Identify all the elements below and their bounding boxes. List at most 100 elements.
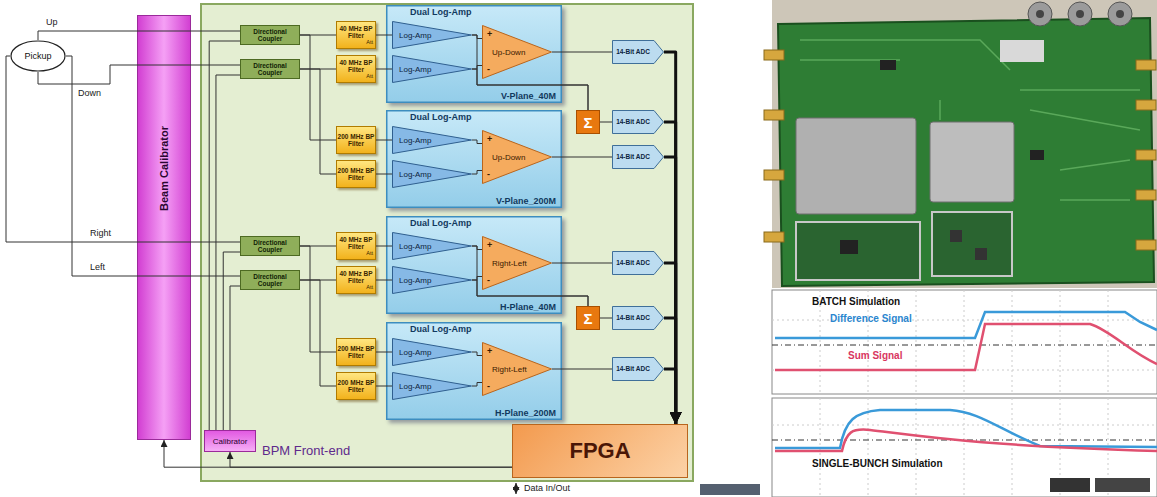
data-bus (664, 369, 676, 424)
chip (840, 240, 858, 254)
node-text: Up-Down (492, 153, 525, 162)
node-text: 14-Bit ADC (616, 48, 650, 55)
filter-box: 40 MHz BP FilterAtt (336, 55, 376, 83)
node-text: Log-Amp (399, 31, 431, 40)
fpga-box: FPGA (512, 424, 688, 478)
pickup-electrode: Pickup (10, 40, 66, 72)
signal-wire (216, 75, 240, 430)
scope-readout (1050, 478, 1090, 492)
signal-wire (300, 280, 336, 281)
data-bus (664, 52, 676, 424)
node-text: 200 MHz BP Filter (337, 345, 375, 359)
node-text: Right-Left (492, 259, 527, 268)
difference-triangle (483, 343, 552, 396)
adc-pentagon (613, 358, 664, 381)
data-arrow (516, 483, 517, 494)
node-text: Att (366, 73, 375, 79)
shield-frame (796, 222, 920, 280)
node-text: 14-Bit ADC (616, 259, 650, 266)
log-amp-module: Dual Log-AmpV-Plane_200MLog-AmpLog-Amp+U… (386, 110, 562, 208)
node-text: Up-Down (492, 48, 525, 57)
signal-wire (552, 369, 612, 370)
sma-connector (764, 232, 784, 242)
scope-baseline (772, 345, 1157, 346)
data-bus (664, 122, 676, 424)
scope-readout (1095, 478, 1150, 492)
adc-pentagon (613, 41, 664, 64)
amplifier-triangle (393, 233, 472, 260)
node-text: 40 MHz BP Filter (337, 59, 375, 73)
signal-wire (300, 246, 336, 247)
node-text: 40 MHz BP Filter (337, 236, 375, 250)
signal-wire (300, 35, 336, 140)
label-anchor: Up (46, 17, 58, 27)
label-anchor: BATCH Simulation (812, 296, 900, 307)
node-text: Σ (583, 114, 592, 131)
node-text: Att (366, 284, 375, 290)
scope-screen (772, 290, 1157, 394)
sum-block: Σ (576, 110, 600, 134)
node-text: Dual Log-Amp (410, 112, 472, 122)
node-text: Log-Amp (399, 242, 431, 251)
amplifier-triangle (393, 339, 472, 366)
node-text: H-Plane_40M (500, 302, 556, 312)
filter-box: 200 MHz BP Filter (336, 160, 376, 188)
node-text: Dual Log-Amp (410, 324, 472, 334)
chip (950, 230, 962, 242)
rf-shield (930, 122, 1014, 202)
bnc-connector (1068, 2, 1092, 26)
difference-amp: +Right-Left- (482, 236, 552, 290)
signal-label: Up (46, 17, 58, 27)
adc-block: 14-Bit ADC (612, 357, 664, 381)
amplifier-triangle (393, 56, 472, 83)
log-amp-triangle: Log-Amp (392, 266, 472, 294)
scope-grid (772, 398, 1157, 497)
signal-wire (376, 246, 392, 247)
chip (880, 60, 896, 70)
signal-label: Sum Signal (848, 350, 902, 361)
signal-wire (472, 352, 482, 356)
adc-block: 14-Bit ADC (612, 251, 664, 275)
node-text: 14-Bit ADC (616, 365, 650, 372)
log-amp-triangle: Log-Amp (392, 126, 472, 154)
filter-box: 200 MHz BP Filter (336, 126, 376, 154)
node-text: Directional Coupler (241, 239, 299, 253)
filter-box: 40 MHz BP FilterAtt (336, 232, 376, 260)
difference-triangle (483, 26, 552, 79)
node-text: - (487, 65, 490, 74)
signal-wire (38, 31, 240, 40)
signal-wire (300, 69, 336, 70)
node-text: Pickup (24, 51, 51, 61)
log-amp-triangle: Log-Amp (392, 55, 472, 83)
node-text: Directional Coupler (241, 273, 299, 287)
label-anchor: Sum Signal (848, 350, 902, 361)
node-text: Directional Coupler (241, 28, 299, 42)
node-text: Σ (583, 310, 592, 327)
label-anchor: SINGLE-BUNCH Simulation (812, 458, 943, 469)
label-anchor: Left (90, 262, 105, 272)
signal-wire (472, 140, 482, 144)
bnc-connector (1108, 2, 1132, 26)
adc-pentagon (613, 307, 664, 330)
node-text: - (487, 276, 490, 285)
node-text: Log-Amp (399, 170, 431, 179)
bnc-pin (1076, 10, 1084, 18)
signal-wire (66, 56, 240, 276)
sma-connector (764, 50, 784, 60)
node-text: + (487, 347, 492, 356)
filter-box: 40 MHz BP FilterAtt (336, 266, 376, 294)
scope-grid (772, 290, 1157, 394)
beam-calibrator-box: Beam Calibrator (137, 15, 191, 440)
chip (975, 248, 987, 260)
board-sticker (1000, 40, 1044, 62)
node-text: + (487, 135, 492, 144)
sma-connector (1136, 100, 1156, 110)
amplifier-triangle (393, 22, 472, 49)
photo-background (772, 0, 1157, 288)
difference-trace (775, 410, 1157, 448)
signal-wire (376, 280, 392, 281)
filter-box: 200 MHz BP Filter (336, 338, 376, 366)
log-amp-module: Dual Log-AmpH-Plane_200MLog-AmpLog-Amp+R… (386, 322, 562, 420)
filter-box: 40 MHz BP FilterAtt (336, 21, 376, 49)
